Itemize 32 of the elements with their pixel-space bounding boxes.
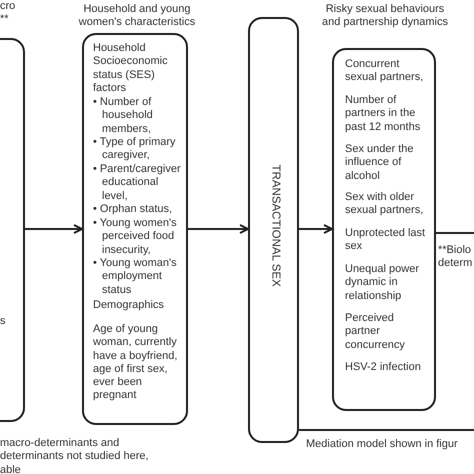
box-text: Age of young woman, currently have a boyfriend, age of first sex, ever been pregnant — [93, 323, 178, 403]
bullet-item: • Young women's perceived food insecurity, — [93, 217, 178, 257]
box-text: Number of partners in the past 12 months — [345, 94, 422, 134]
box-text: Sex under the influence of alcohol — [345, 143, 414, 183]
connector-line — [436, 232, 474, 234]
note-text: cro — [0, 0, 16, 14]
caption-text: Mediation model shown in figur — [306, 438, 459, 452]
bullet-item: • Number of household members, — [93, 96, 154, 136]
group-heading: Household and young women's characteristics — [78, 3, 196, 30]
arrow — [299, 224, 333, 234]
vertical-label: TRANSACTIONAL SEX — [268, 164, 282, 289]
box-text: Unequal power dynamic in relationship — [345, 263, 420, 303]
bullet-item: • Young woman's employment status — [93, 257, 178, 297]
note-text: macro-determinants and determinants not studied here, able — [0, 437, 150, 474]
note-text: **Biolo determ — [438, 244, 474, 271]
bullet-item: • Type of primary caregiver, — [93, 136, 177, 163]
box-text: Unprotected last sex — [345, 227, 426, 254]
box-text: HSV-2 infection — [345, 361, 422, 374]
arrow — [25, 224, 83, 234]
arrow — [188, 224, 249, 234]
box-text: Demographics — [93, 299, 165, 312]
connector-line — [299, 429, 474, 431]
bullet-item: • Orphan status, — [93, 203, 174, 216]
bullet-item: • Parent/caregiver educational level, — [93, 163, 182, 203]
box-text: Sex with older sexual partners, — [345, 191, 424, 218]
group-heading: Risky sexual behaviours and partnership dynamics — [321, 3, 449, 30]
note-text: ** — [0, 13, 10, 26]
box-text: s — [0, 315, 6, 328]
box-text: Concurrent sexual partners, — [345, 58, 424, 85]
box-text: Household Socioeconomic status (SES) factors — [93, 42, 169, 96]
rounded-box — [248, 17, 299, 443]
box-text: Perceived partner concurrency — [345, 312, 406, 352]
